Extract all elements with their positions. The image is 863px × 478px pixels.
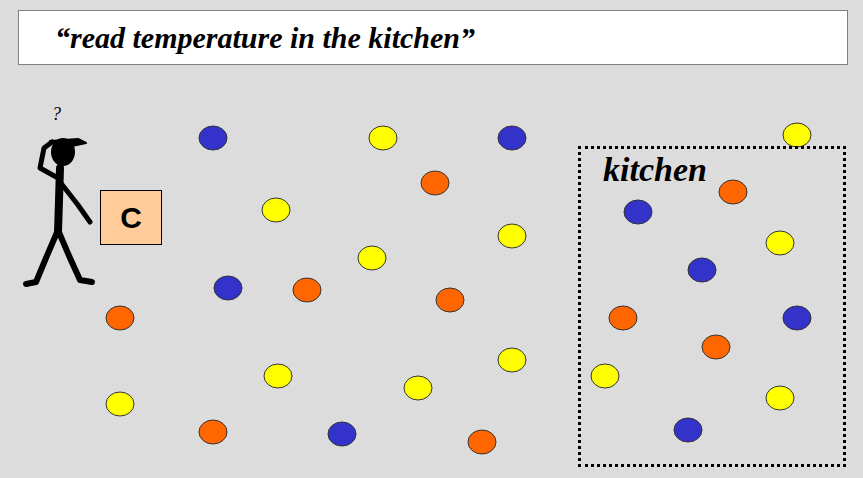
sensor-dot [468,430,496,454]
sensor-dot [436,288,464,312]
sensor-dot [783,123,811,147]
sensor-dots [106,123,811,454]
sensor-dot [369,126,397,150]
node-text: C [120,201,142,235]
sensor-dot [264,364,292,388]
sensor-dot [498,224,526,248]
sensor-dot [214,276,242,300]
sensor-dot [358,246,386,270]
sensor-dot [262,198,290,222]
sensor-dot [404,376,432,400]
sensor-dot [199,420,227,444]
sensor-dot [624,200,652,224]
sensor-dot [609,306,637,330]
stick-figure [26,138,92,284]
sensor-dot [421,171,449,195]
sensor-dot [106,392,134,416]
kitchen-region: kitchen [578,146,846,467]
sensor-dot [766,386,794,410]
sensor-dot [199,126,227,150]
sensor-dot [498,348,526,372]
sensor-dot [719,180,747,204]
sensor-dot [702,335,730,359]
sensor-dot [328,422,356,446]
sensor-dot [783,306,811,330]
sensor-dot [498,126,526,150]
client-box: C [100,190,162,245]
question-mark: ? [52,104,61,125]
sensor-dot [106,306,134,330]
sensor-dot [293,278,321,302]
sensor-dot [688,258,716,282]
node-text: kitchen [603,151,707,189]
command-banner: “read temperature in the kitchen” [18,10,848,65]
node-text: “read temperature in the kitchen” [55,21,475,55]
sensor-dot [591,364,619,388]
sensor-dot [766,231,794,255]
sensor-dot [674,418,702,442]
